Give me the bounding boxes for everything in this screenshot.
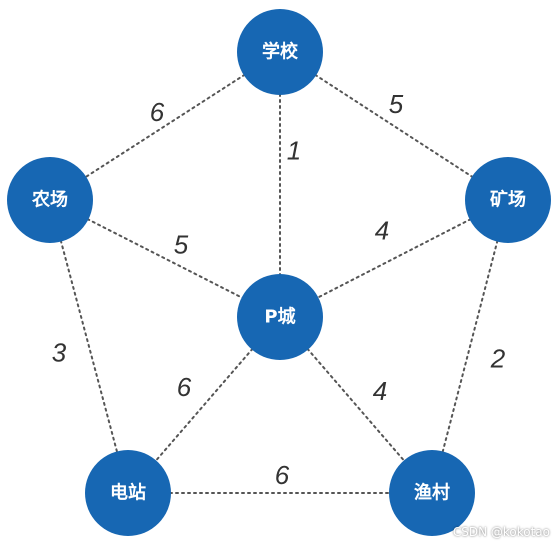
node-circle-station xyxy=(85,450,171,536)
node-school: 学校 xyxy=(237,9,323,95)
edge-mine-village xyxy=(431,199,509,494)
node-label-pcity: P城 xyxy=(264,306,295,328)
edge-weight-mine-pcity: 4 xyxy=(375,216,389,246)
watermark: CSDN @kokotao xyxy=(452,525,550,539)
edges-layer xyxy=(49,51,509,494)
edge-weight-farm-station: 3 xyxy=(52,338,67,368)
edge-weight-school-pcity: 1 xyxy=(287,136,301,166)
node-label-station: 电站 xyxy=(110,482,146,504)
node-circle-mine xyxy=(465,157,551,243)
edge-weight-school-farm: 6 xyxy=(150,97,165,127)
edge-weight-station-village: 6 xyxy=(275,460,290,490)
edge-farm-station xyxy=(49,199,129,494)
node-circle-pcity xyxy=(237,274,323,360)
node-circle-village xyxy=(389,450,475,536)
edge-weight-pcity-village: 4 xyxy=(373,376,387,406)
node-mine: 矿场 xyxy=(465,157,551,243)
node-station: 电站 xyxy=(85,450,171,536)
node-label-village: 渔村 xyxy=(414,482,450,504)
node-circle-farm xyxy=(7,157,93,243)
edge-school-farm xyxy=(49,51,281,201)
node-farm: 农场 xyxy=(7,157,93,243)
edge-farm-pcity xyxy=(49,199,281,318)
node-label-farm: 农场 xyxy=(31,189,68,211)
node-label-school: 学校 xyxy=(262,41,299,63)
edge-weight-farm-pcity: 5 xyxy=(174,230,189,260)
node-village: 渔村 xyxy=(389,450,475,536)
edge-weight-school-mine: 5 xyxy=(389,89,404,119)
edge-weight-pcity-station: 6 xyxy=(177,372,192,402)
node-pcity: P城 xyxy=(237,274,323,360)
node-label-mine: 矿场 xyxy=(490,189,526,211)
edge-labels-layer: 6 5 1 5 4 3 2 6 4 6 xyxy=(52,89,506,490)
node-circle-school xyxy=(237,9,323,95)
edge-weight-mine-village: 2 xyxy=(490,344,506,374)
